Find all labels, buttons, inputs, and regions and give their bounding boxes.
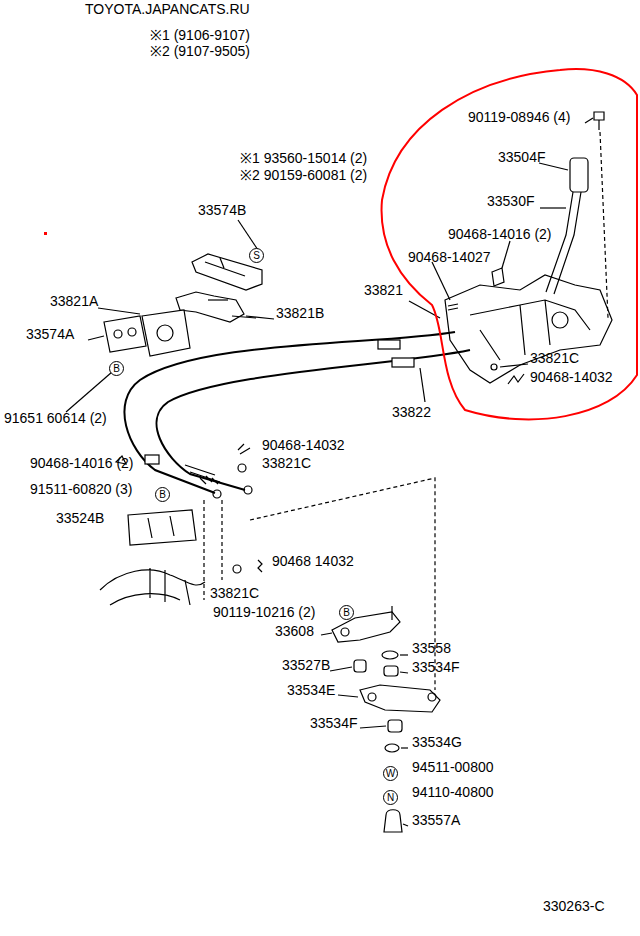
part-number: 33504F xyxy=(498,150,545,164)
symbol-letter: B xyxy=(109,361,124,376)
part-number: 33534F xyxy=(412,660,459,674)
part-number: 33534F xyxy=(310,716,357,730)
part-number: 90468 14032 xyxy=(272,554,354,568)
part-number: 91651 60614 (2) xyxy=(4,411,107,425)
part-number: 33524B xyxy=(56,511,104,525)
part-number: 90468-14032 xyxy=(262,438,345,452)
part-number: 94110-40800 xyxy=(412,785,493,799)
part-number: 33821A xyxy=(50,294,98,308)
symbol-letter: W xyxy=(383,766,398,781)
part-number: 33821B xyxy=(276,306,324,320)
part-number: 33822 xyxy=(392,405,431,419)
part-number: 33530F xyxy=(487,194,534,208)
part-number: 90119-08946 (4) xyxy=(468,110,570,124)
part-number: 90468-14027 xyxy=(408,250,491,264)
part-number: 33574A xyxy=(26,327,74,341)
part-number: 94511-00800 xyxy=(412,760,493,774)
part-number: TOYOTA.JAPANCATS.RU xyxy=(85,2,250,16)
part-number: 33574B xyxy=(198,203,246,217)
part-number: 33534G xyxy=(412,735,462,749)
part-number: 33821C xyxy=(210,586,259,600)
part-number: 33821 xyxy=(364,283,403,297)
part-number: 33821C xyxy=(530,351,579,365)
part-number: 33527B xyxy=(282,658,330,672)
part-number: 91511-60820 (3) xyxy=(30,482,132,496)
part-number: 330263-C xyxy=(543,899,605,913)
part-number: 90468-14032 xyxy=(530,370,613,384)
part-number: ※1 93560-15014 (2) xyxy=(240,151,367,165)
part-number: ※1 (9106-9107) xyxy=(150,28,250,42)
symbol-letter: S xyxy=(249,248,264,263)
part-number: 33608 xyxy=(275,624,314,638)
symbol-letter: B xyxy=(339,605,354,620)
part-number: 90119-10216 (2) xyxy=(213,605,315,619)
part-number: 33557A xyxy=(412,813,460,827)
part-number: ※2 90159-60081 (2) xyxy=(240,168,367,182)
symbol-letter: N xyxy=(383,790,398,805)
part-number: 33821C xyxy=(262,456,311,470)
part-number: 33534E xyxy=(287,683,335,697)
part-number: 33558 xyxy=(412,641,451,655)
part-number: 90468-14016 (2) xyxy=(448,227,552,241)
part-number: ※2 (9107-9505) xyxy=(150,44,250,58)
part-number: 90468-14016 (2) xyxy=(30,456,134,470)
symbol-letter: B xyxy=(155,487,170,502)
